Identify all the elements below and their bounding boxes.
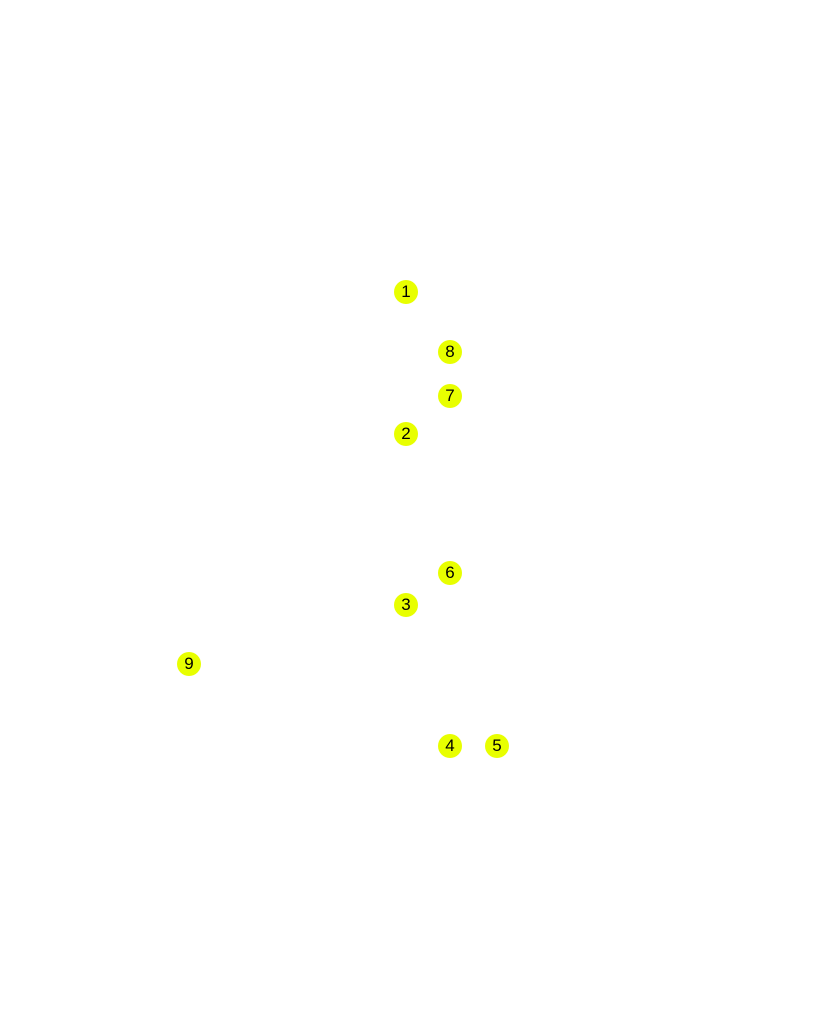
marker-7: 7	[438, 384, 462, 408]
marker-9: 9	[177, 652, 201, 676]
marker-8: 8	[438, 340, 462, 364]
marker-1: 1	[394, 280, 418, 304]
marker-5: 5	[485, 734, 509, 758]
marker-3: 3	[394, 593, 418, 617]
marker-4: 4	[438, 734, 462, 758]
marker-6: 6	[438, 561, 462, 585]
marker-2: 2	[394, 422, 418, 446]
